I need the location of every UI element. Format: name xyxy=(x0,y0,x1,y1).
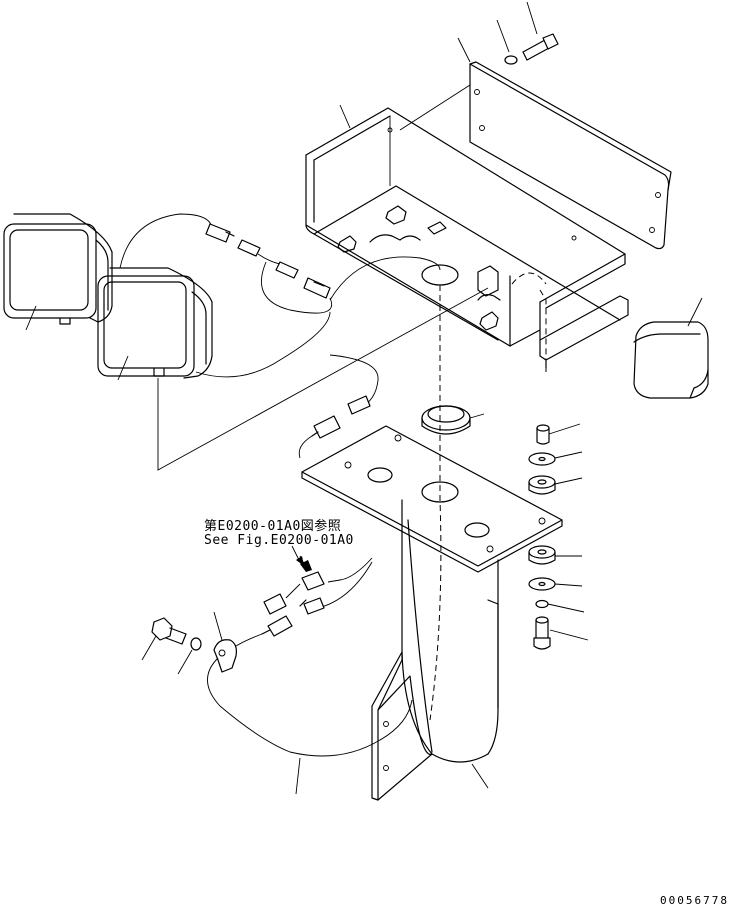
rubber-mount-1 xyxy=(528,475,556,495)
mounting-plate xyxy=(469,61,672,250)
connector-pair-1 xyxy=(205,223,261,257)
spacer-collar xyxy=(536,424,550,445)
drawing-number: 00056778 xyxy=(660,894,729,907)
top-washer xyxy=(504,55,518,65)
spring-washer xyxy=(535,599,549,609)
reference-note-japanese: 第E0200-01A0図参照 xyxy=(204,519,342,534)
top-bolt xyxy=(522,33,559,61)
mounting-stand xyxy=(301,425,563,801)
connector-pair-5 xyxy=(261,593,293,637)
reference-note-english: See Fig.E0200-01A0 xyxy=(204,533,354,548)
wire-clamp xyxy=(213,639,237,673)
connector-pair-3 xyxy=(311,395,371,439)
washer-1 xyxy=(528,452,556,466)
rubber-mount-2 xyxy=(528,545,556,565)
light-bracket-box xyxy=(305,107,629,369)
bottom-bolt xyxy=(533,616,551,650)
connector-pair-4 xyxy=(299,560,325,615)
right-lamp xyxy=(633,321,709,399)
connector-pair-2 xyxy=(275,261,331,299)
bracket-connector xyxy=(477,265,501,301)
washer-2 xyxy=(528,577,556,591)
left-bolt xyxy=(151,617,187,645)
left-washer xyxy=(190,637,202,651)
work-light-left xyxy=(3,213,113,325)
grommet xyxy=(421,405,471,435)
work-light-right xyxy=(97,267,213,379)
